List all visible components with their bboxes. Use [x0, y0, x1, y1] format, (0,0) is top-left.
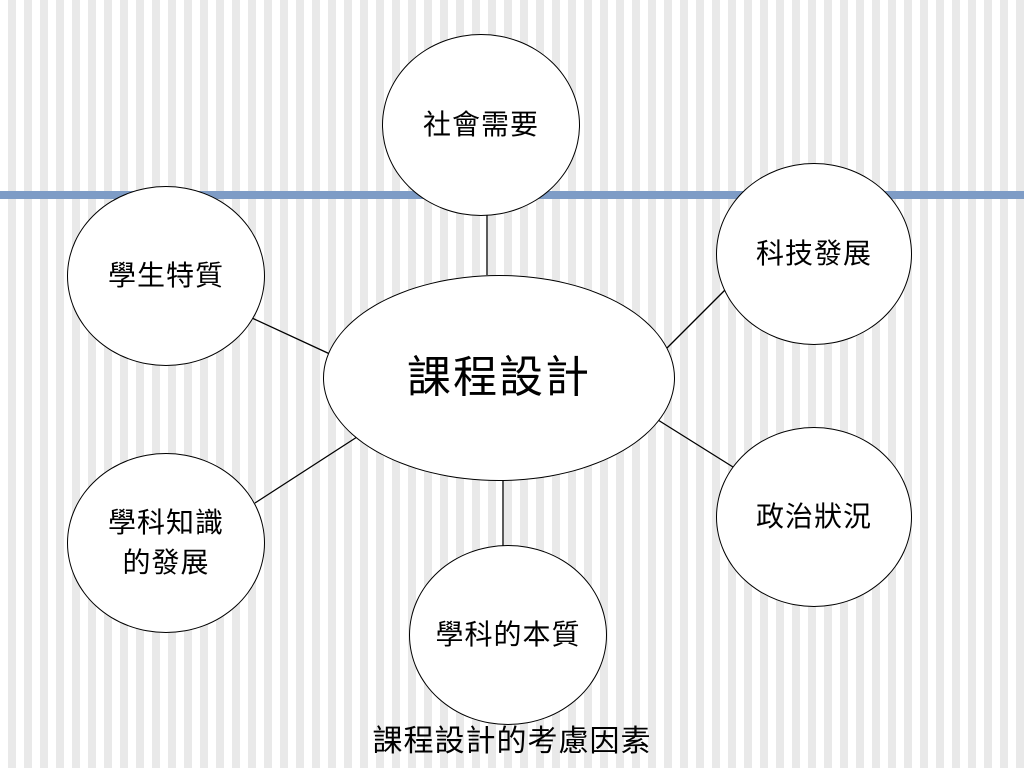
connector-student-traits	[251, 317, 333, 356]
center-label: 課程設計	[407, 352, 591, 403]
factor-label: 科技發展	[755, 237, 872, 270]
factor-subject-knowledge: 學科知識 的發展	[67, 453, 265, 633]
factor-politics: 政治狀況	[716, 427, 912, 607]
connector-politics	[657, 419, 734, 468]
factor-social-needs: 社會需要	[382, 34, 580, 216]
connector-subject-knowledge	[254, 436, 358, 504]
factor-label: 社會需要	[422, 108, 539, 141]
factor-technology: 科技發展	[716, 163, 912, 345]
center-node: 課程設計	[323, 275, 675, 481]
connector-technology	[664, 287, 728, 351]
diagram-caption: 課程設計的考慮因素	[372, 724, 652, 759]
factor-label: 學科的本質	[435, 618, 581, 651]
factor-label: 學生特質	[107, 259, 224, 292]
factor-label: 政治狀況	[755, 500, 872, 533]
factor-label: 學科知識 的發展	[107, 506, 224, 579]
factor-student-traits: 學生特質	[67, 186, 265, 366]
factor-subject-nature: 學科的本質	[409, 545, 607, 725]
